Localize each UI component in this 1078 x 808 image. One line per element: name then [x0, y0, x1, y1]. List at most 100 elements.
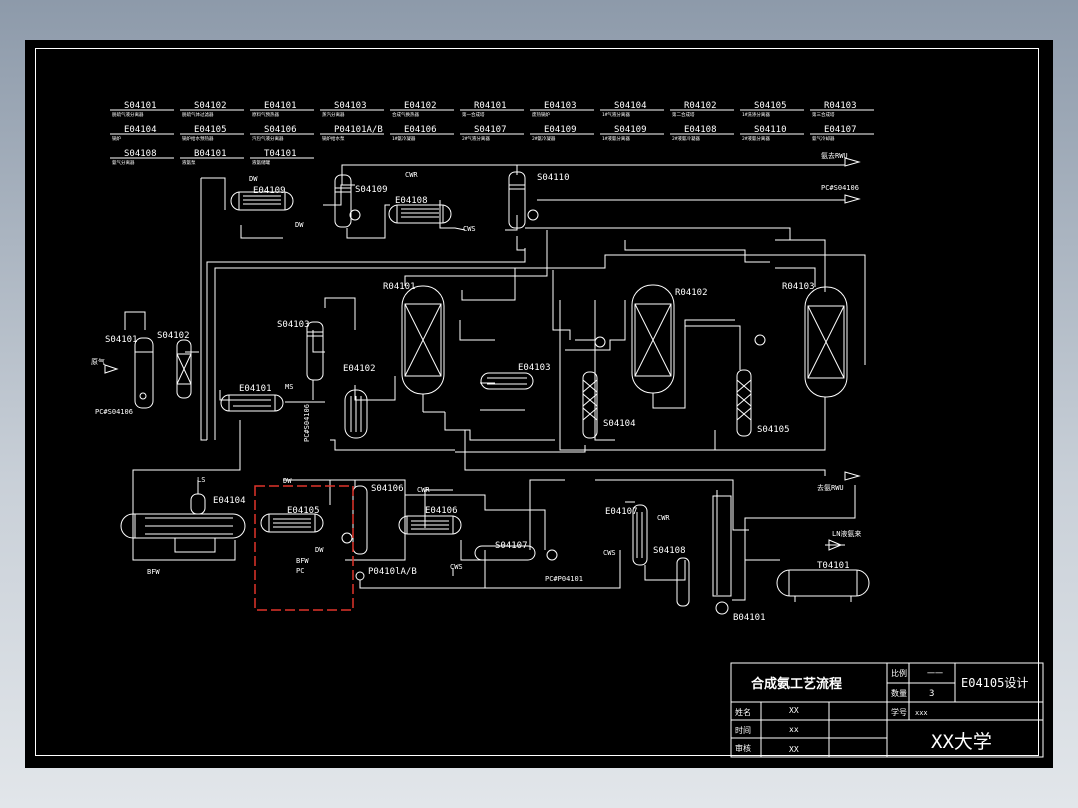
label-p04101: P0410lA/B	[368, 567, 417, 577]
label-e04107: E04107	[605, 507, 638, 517]
legend-code: R04102	[684, 101, 717, 111]
stream-dw-2: DW	[295, 221, 304, 229]
label-t04101: T04101	[817, 561, 850, 571]
legend-desc: 合成气换热器	[392, 111, 419, 118]
legend-code: S04107	[474, 125, 507, 135]
scale-label: 比例	[891, 668, 907, 678]
design-title: E04105设计	[961, 676, 1028, 690]
legend-desc: 1#氨冷凝器	[392, 135, 416, 142]
label-e04106: E04106	[425, 506, 458, 516]
stream-dw-3: DW	[283, 477, 292, 485]
qty-value: 3	[929, 689, 934, 699]
label-s04110: S04110	[537, 173, 570, 183]
stream-dw-1: DW	[249, 175, 258, 183]
legend-desc: 第三合成塔	[812, 111, 835, 118]
legend-desc: 锅炉给水预热器	[182, 135, 214, 142]
legend-code: E04101	[264, 101, 297, 111]
stream-to-product: 去氨RWU	[817, 483, 844, 492]
label-e04101: E04101	[239, 384, 272, 394]
label-s04108: S04108	[653, 546, 686, 556]
legend-code: R04101	[474, 101, 507, 111]
legend-code: E04108	[684, 125, 717, 135]
legend-code: S04109	[614, 125, 647, 135]
label-r04101: R04101	[383, 282, 416, 292]
legend-code: R04103	[824, 101, 857, 111]
legend-desc: 第一合成塔	[462, 111, 485, 118]
legend-desc: 氨气分离器	[112, 159, 135, 166]
label-r04102: R04102	[675, 288, 708, 298]
id-label: 学号	[891, 707, 907, 717]
legend-code: P04101A/B	[334, 125, 383, 135]
legend-desc: 脱硫气液分离器	[112, 111, 144, 118]
stream-dw-4: DW	[315, 546, 324, 554]
legend-code: T04101	[264, 149, 297, 159]
legend-code: E04105	[194, 125, 227, 135]
stream-s04106-side: PC#S04106	[303, 404, 311, 442]
stream-feed: 原气	[91, 357, 105, 366]
stream-bfw-2: BFW	[147, 568, 160, 576]
legend-code: E04102	[404, 101, 437, 111]
legend-code: S04102	[194, 101, 227, 111]
label-e04105: E04105	[287, 506, 320, 516]
qty-label: 数量	[891, 688, 907, 698]
stream-ms: MS	[285, 383, 293, 391]
legend-desc: 2#气液分离器	[462, 135, 490, 142]
legend-desc: 2#液氨冷凝器	[672, 135, 700, 142]
design-scope-highlight	[254, 485, 354, 611]
stream-cws-3: CWS	[603, 549, 616, 557]
label-s04106: S04106	[371, 484, 404, 494]
stream-labels: DW DW CWR CWS PC#S04106 MS PC#S04106 LS …	[91, 151, 861, 583]
label-e04104: E04104	[213, 496, 246, 506]
title-block-grid	[730, 662, 1044, 758]
review-value: XX	[789, 745, 799, 754]
legend-code: S04105	[754, 101, 787, 111]
label-e04109: E04109	[253, 186, 286, 196]
label-r04103: R04103	[782, 282, 815, 292]
label-s04107: S04107	[495, 541, 528, 551]
time-value: xx	[789, 725, 799, 734]
drawing-title: 合成氨工艺流程	[751, 676, 842, 692]
equipment-labels: E04109 S04109 E04108 S04110 R04101 R0410…	[105, 173, 850, 623]
label-e04108: E04108	[395, 196, 428, 206]
legend-code: S04101	[124, 101, 157, 111]
label-e04103: E04103	[518, 363, 551, 373]
piping	[104, 157, 870, 615]
legend-code: S04106	[264, 125, 297, 135]
legend-desc: 1#液氨分离器	[602, 135, 630, 142]
stream-cws-2: CWS	[450, 563, 463, 571]
legend-desc: 汽包气液分离器	[252, 135, 284, 142]
legend-code: S04110	[754, 125, 787, 135]
legend-desc: 2#氨冷凝器	[532, 135, 556, 142]
name-value: XX	[789, 706, 799, 715]
id-value: xxx	[915, 709, 928, 717]
legend-desc: 2#液氨分离器	[742, 135, 770, 142]
stream-to-ammonia: 氨去RWU	[821, 151, 848, 160]
legend-code: E04107	[824, 125, 857, 135]
label-s04103: S04103	[277, 320, 310, 330]
legend-desc: 液氨泵	[182, 159, 196, 166]
legend-desc: 液氨储罐	[252, 159, 270, 166]
stream-cwr-3: CWR	[657, 514, 670, 522]
process-flow-diagram: S04101脱硫气液分离器S04102脱硫气体过滤器E04101原料气预热器S0…	[91, 101, 1044, 758]
legend-desc: 脱硫气体过滤器	[182, 111, 214, 118]
legend-desc: 1#洗涤分离器	[742, 111, 770, 118]
legend-code: E04104	[124, 125, 157, 135]
name-label: 姓名	[735, 707, 751, 717]
legend-desc: 第二合成塔	[672, 111, 695, 118]
stream-pc-s04106-left: PC#S04106	[95, 408, 133, 416]
label-b04101: B04101	[733, 613, 766, 623]
legend-code: S04103	[334, 101, 367, 111]
label-s04109: S04109	[355, 185, 388, 195]
legend-code: E04103	[544, 101, 577, 111]
drawing-border	[35, 48, 1039, 756]
legend-desc: 氨气冷却器	[812, 135, 835, 142]
legend-code: E04106	[404, 125, 437, 135]
stream-cwr-2: CWR	[417, 486, 430, 494]
legend-desc: 原料气预热器	[252, 111, 279, 118]
stream-pc-p04101: PC#P04101	[545, 575, 583, 583]
school-name: XX大学	[931, 731, 992, 753]
time-label: 时间	[735, 725, 751, 735]
stream-pc-s04106-top: PC#S04106	[821, 184, 859, 192]
